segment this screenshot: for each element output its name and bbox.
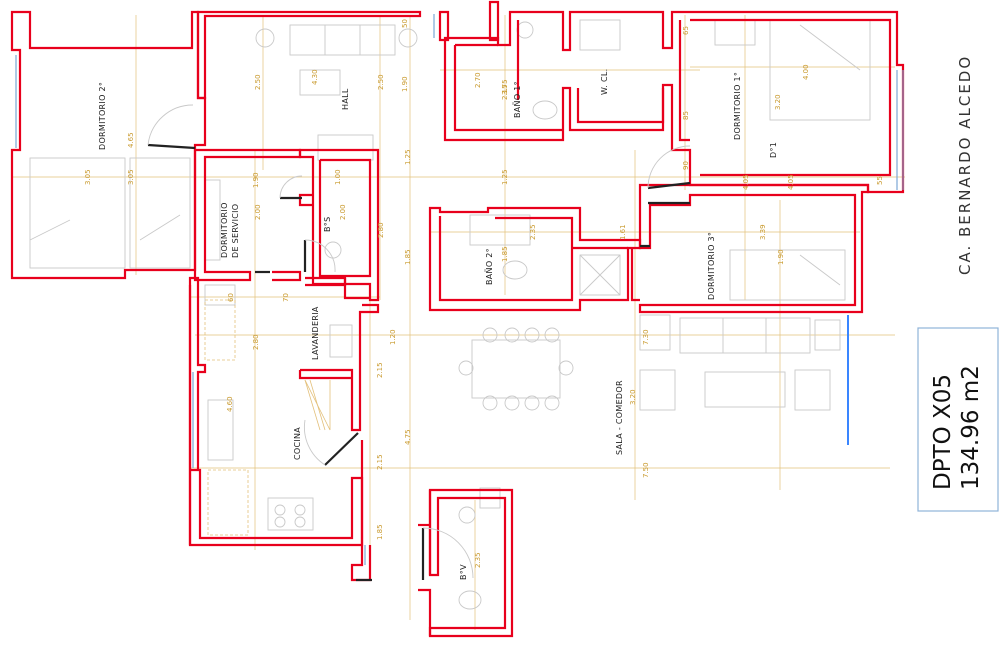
svg-text:2.15: 2.15	[501, 84, 509, 100]
bed-dorm3	[729, 249, 846, 301]
label-sala-comedor: SALA - COMEDOR	[615, 380, 624, 455]
dining-table	[471, 339, 561, 399]
svg-text:7.30: 7.30	[642, 329, 650, 345]
svg-text:2.35: 2.35	[474, 552, 482, 568]
label-bano-2: BAÑO 2°	[484, 248, 494, 285]
unit-area: 134.96 m2	[958, 365, 984, 490]
svg-text:2.80: 2.80	[252, 334, 260, 350]
svg-text:50: 50	[401, 19, 409, 28]
unit-box-border	[917, 327, 999, 512]
svg-text:1.00: 1.00	[334, 169, 342, 185]
svg-text:1.85: 1.85	[501, 246, 509, 262]
lavanderia-hatch	[204, 299, 331, 536]
svg-text:2.00: 2.00	[339, 204, 347, 220]
label-bano-1: BAÑO 1°	[512, 81, 522, 118]
bed-dorm2-right	[129, 157, 191, 269]
svg-text:4.00: 4.00	[802, 64, 810, 80]
svg-text:3.20: 3.20	[629, 389, 637, 405]
hall-sofa	[289, 24, 396, 56]
furniture	[29, 19, 871, 610]
label-closet-d1: D°1	[769, 142, 778, 158]
label-walk-in-closet: W. CL.	[600, 69, 609, 95]
svg-text:2.50: 2.50	[377, 74, 385, 90]
svg-text:3.20: 3.20	[774, 94, 782, 110]
svg-text:3.75: 3.75	[501, 79, 509, 95]
living-sofa	[679, 317, 811, 354]
label-dormitorio-1: DORMITORIO 1°	[733, 72, 742, 140]
wall-servicio-right[interactable]	[298, 148, 380, 302]
svg-text:3.05: 3.05	[84, 169, 92, 185]
bed-dorm2-left	[29, 157, 126, 269]
wall-dormitorio-2[interactable]	[10, 10, 207, 280]
label-lavanderia: LAVANDERIA	[311, 306, 320, 360]
door-dormitorio-2[interactable]	[147, 143, 196, 150]
svg-text:4.60: 4.60	[226, 396, 234, 412]
label-cocina: COCINA	[293, 427, 302, 460]
unit-title: DPTO X05	[930, 374, 956, 490]
door-cocina[interactable]	[324, 432, 359, 466]
svg-text:1.90: 1.90	[401, 76, 409, 92]
svg-text:90: 90	[682, 161, 690, 170]
svg-text:1.90: 1.90	[252, 172, 260, 188]
dimension-labels: 4.65 3.05 3.05 2.50 4.30 2.50 1.90 50 1.…	[84, 19, 884, 568]
label-dormitorio-servicio-1: DORMITORIO	[220, 202, 229, 258]
wall-top-right-stub[interactable]	[438, 10, 450, 42]
label-dormitorio-3: DORMITORIO 3°	[707, 232, 716, 300]
walls[interactable]	[10, 0, 905, 638]
svg-text:70: 70	[282, 293, 290, 302]
bed-dorm1	[769, 19, 871, 121]
svg-text:1.20: 1.20	[389, 329, 397, 345]
svg-text:1.85: 1.85	[404, 249, 412, 265]
svg-text:2.70: 2.70	[474, 72, 482, 88]
svg-text:3.05: 3.05	[127, 169, 135, 185]
wall-top-right-stub2[interactable]	[488, 0, 500, 42]
svg-text:2.80: 2.80	[377, 222, 385, 238]
svg-text:60: 60	[227, 293, 235, 302]
svg-text:4.30: 4.30	[311, 69, 319, 85]
door-dormitorio-1[interactable]	[647, 181, 691, 190]
wall-dormitorio-3[interactable]	[638, 183, 870, 314]
wall-bano-visita[interactable]	[428, 488, 514, 638]
wall-dormitorio-servicio[interactable]	[193, 148, 302, 282]
door-swings	[147, 104, 691, 579]
label-bano-servicio: B°S	[323, 217, 332, 232]
dimension-lines	[12, 15, 905, 630]
doors[interactable]	[147, 143, 691, 582]
wall-bano-1[interactable]	[443, 10, 905, 194]
svg-text:1.85: 1.85	[376, 524, 384, 540]
wall-cocina[interactable]	[188, 276, 364, 547]
label-bano-visita: B°V	[459, 564, 468, 580]
svg-text:3.39: 3.39	[759, 224, 767, 240]
street-name: CA. BERNARDO ALCEDO	[956, 55, 974, 275]
label-hall: HALL	[341, 88, 350, 110]
label-dormitorio-2: DORMITORIO 2°	[98, 82, 107, 150]
svg-text:4.05: 4.05	[742, 174, 750, 190]
svg-text:7.50: 7.50	[642, 462, 650, 478]
svg-text:1.25: 1.25	[501, 169, 509, 185]
svg-text:2.15: 2.15	[376, 362, 384, 378]
coffee-table	[704, 371, 786, 408]
wall-hall-top[interactable]	[196, 10, 422, 100]
windows	[15, 14, 904, 565]
label-dormitorio-servicio-2: DE SERVICIO	[231, 204, 240, 258]
svg-text:4.75: 4.75	[404, 429, 412, 445]
svg-text:2.50: 2.50	[254, 74, 262, 90]
room-labels: DORMITORIO 2° HALL DORMITORIO DE SERVICI…	[98, 69, 778, 580]
svg-text:4.65: 4.65	[127, 132, 135, 148]
svg-text:1.25: 1.25	[404, 149, 412, 165]
svg-text:4.05: 4.05	[787, 174, 795, 190]
svg-text:2.15: 2.15	[376, 454, 384, 470]
svg-text:65: 65	[682, 26, 690, 35]
svg-text:55: 55	[876, 176, 884, 185]
svg-text:2.35: 2.35	[529, 224, 537, 240]
svg-text:2.00: 2.00	[254, 204, 262, 220]
unit-info-box: DPTO X05 134.96 m2	[917, 327, 999, 512]
svg-text:1.90: 1.90	[777, 249, 785, 265]
svg-text:85: 85	[682, 111, 690, 120]
svg-text:1.61: 1.61	[619, 224, 627, 240]
stove	[267, 497, 314, 531]
